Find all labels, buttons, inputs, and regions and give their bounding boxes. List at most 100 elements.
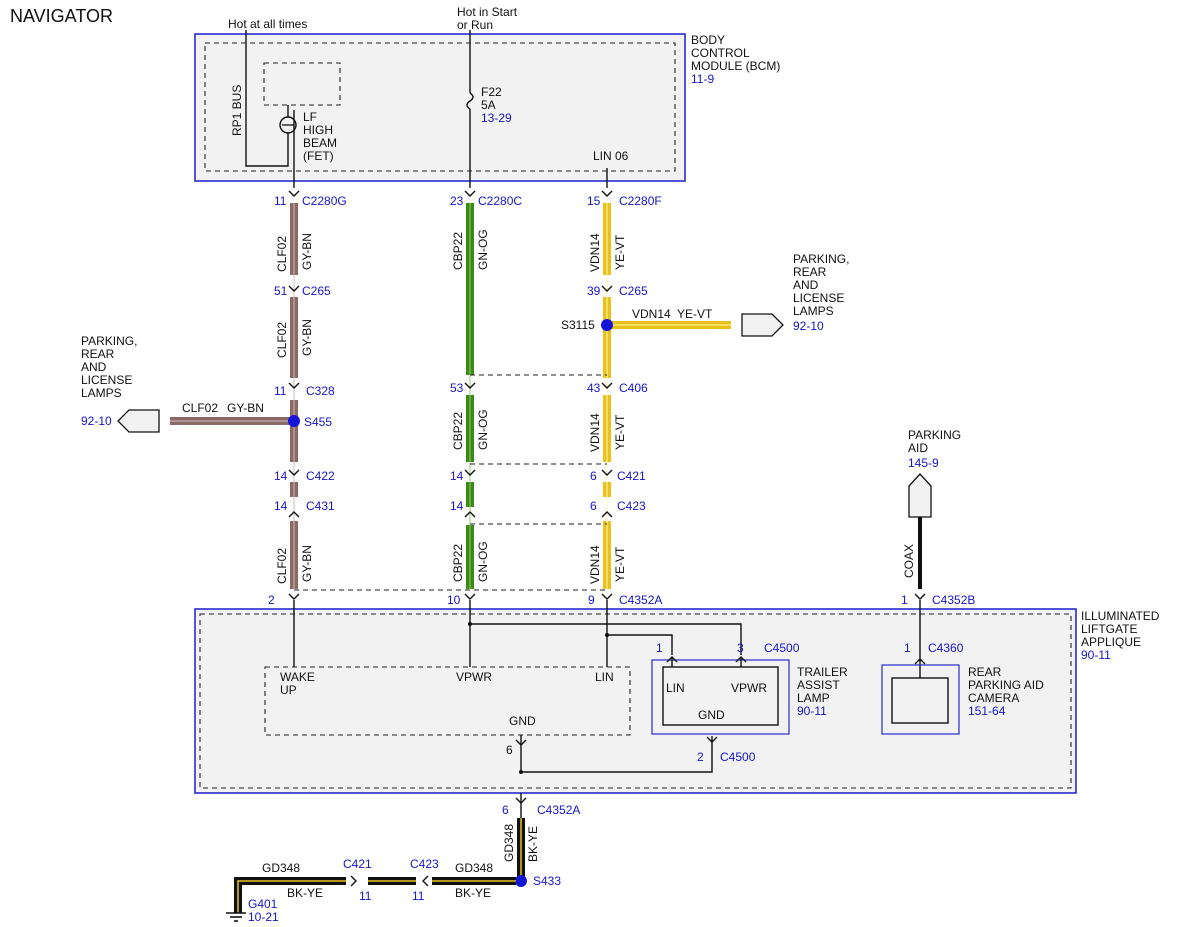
left-lamps-arrow[interactable]: [117, 409, 160, 433]
fet-label-3: BEAM: [303, 136, 337, 150]
camera-name-2: PARKING AID: [968, 678, 1044, 692]
c328-connector[interactable]: C328: [306, 384, 335, 398]
liftgate-name-2: LIFTGATE: [1081, 622, 1137, 636]
c421-connector[interactable]: C421: [617, 469, 646, 483]
ground-ref-link[interactable]: 10-21: [248, 910, 279, 924]
left-lamps-line-5: LAMPS: [81, 386, 122, 400]
c2280f-pin: 15: [587, 194, 601, 208]
camera-ref-link[interactable]: 151-64: [968, 704, 1006, 718]
wire-gn-og-3: GN-OG: [476, 541, 490, 582]
gnd-pin: 6: [506, 743, 513, 757]
fuse-ref-link[interactable]: 13-29: [481, 111, 512, 125]
wire-gy-bn-3: GY-BN: [300, 545, 314, 582]
wire-gn-og-2: GN-OG: [476, 409, 490, 450]
splice-s433[interactable]: [515, 875, 527, 887]
left-lamps-line-2: REAR: [81, 347, 115, 361]
parking-aid-ref-link[interactable]: 145-9: [908, 456, 939, 470]
liftgate-ref-link[interactable]: 90-11: [1081, 648, 1111, 662]
c4360-connector[interactable]: C4360: [928, 641, 964, 655]
c265-left-pin: 51: [274, 284, 288, 298]
c4352b-pin: 1: [901, 593, 908, 607]
liftgate-name-3: APPLIQUE: [1081, 635, 1141, 649]
c423-connector[interactable]: C423: [617, 499, 646, 513]
gn-og-wire-column: [466, 203, 474, 589]
wire-gd348-right: GD348: [455, 861, 493, 875]
trailer-name-2: ASSIST: [797, 678, 840, 692]
c423-bottom-connector[interactable]: C423: [410, 857, 439, 871]
c328-pin: 11: [274, 384, 287, 398]
c4352a-b-connector[interactable]: C4352A: [537, 803, 580, 817]
c4500-connector[interactable]: C4500: [764, 641, 800, 655]
c4360-pin: 1: [904, 641, 911, 655]
c4500-pin-3: 3: [737, 641, 744, 655]
splice-s3115-label: S3115: [561, 318, 595, 332]
rp1-bus-label: RP1 BUS: [230, 85, 244, 136]
wire-bk-ye-right: BK-YE: [455, 886, 491, 900]
wire-vdn14-2: VDN14: [588, 413, 602, 452]
wire-cbp22-1: CBP22: [451, 232, 465, 270]
c4352b-connector[interactable]: C4352B: [932, 593, 975, 607]
c2280f-connector[interactable]: C2280F: [619, 194, 662, 208]
c2280g-connector[interactable]: C2280G: [302, 194, 347, 208]
parking-aid-line-1: PARKING: [908, 428, 961, 442]
c2280c-pin: 23: [450, 194, 464, 208]
splice-s455[interactable]: [288, 415, 300, 427]
branch-wire-clf02: CLF02: [182, 401, 218, 415]
left-lamps-ref-link[interactable]: 92-10: [81, 414, 112, 428]
right-lamps-arrow[interactable]: [741, 313, 784, 337]
c4500-connector-b[interactable]: C4500: [720, 750, 756, 764]
bcm-name-3: MODULE (BCM): [691, 59, 780, 73]
left-lamps-line-4: LICENSE: [81, 373, 132, 387]
c265-left-connector[interactable]: C265: [302, 284, 331, 298]
liftgate-name-1: ILLUMINATED: [1081, 609, 1160, 623]
page-title: NAVIGATOR: [10, 6, 113, 26]
trailer-name-3: LAMP: [797, 691, 830, 705]
right-lamps-line-4: LICENSE: [793, 291, 844, 305]
right-lamps-ref-link[interactable]: 92-10: [793, 319, 824, 333]
c4352a-b-pin: 6: [502, 803, 509, 817]
branch-wire-ye-vt: YE-VT: [677, 307, 713, 321]
left-lamps-line-1: PARKING,: [81, 334, 137, 348]
c406-connector[interactable]: C406: [619, 381, 648, 395]
bcm-lin-label: LIN 06: [593, 149, 629, 163]
wire-gn-og-1: GN-OG: [476, 229, 490, 270]
trailer-ref-link[interactable]: 90-11: [797, 704, 827, 718]
c2280g-pin: 11: [274, 194, 287, 208]
wire-clf02-1: CLF02: [275, 236, 289, 272]
wire-ye-vt-1: YE-VT: [613, 234, 627, 270]
bcm-name-2: CONTROL: [691, 46, 750, 60]
c265-right-connector[interactable]: C265: [619, 284, 648, 298]
c4352a-connector[interactable]: C4352A: [619, 593, 662, 607]
rp1-bus-wire: [245, 30, 289, 167]
fuse-symbol: [466, 92, 474, 110]
bcm-inner-boundary: [204, 42, 676, 172]
c2280c-connector[interactable]: C2280C: [478, 194, 522, 208]
left-lamps-line-3: AND: [81, 360, 107, 374]
parking-aid-arrow[interactable]: [908, 473, 932, 518]
hot-in-start-label-2: or Run: [457, 18, 493, 32]
splice-s433-label: S433: [533, 874, 561, 888]
liftgate-inner-boundary: [199, 613, 1072, 789]
bcm-fet-block: [263, 62, 341, 106]
c423-right-pin: 6: [590, 499, 597, 513]
ground-name[interactable]: G401: [248, 897, 278, 911]
c431-connector[interactable]: C431: [306, 499, 335, 513]
bcm-ref-link[interactable]: 11-9: [691, 72, 714, 86]
c422-connector[interactable]: C422: [306, 469, 335, 483]
c421-bottom-connector[interactable]: C421: [343, 857, 372, 871]
fet-label-2: HIGH: [303, 123, 333, 137]
trailer-assist-lamp-box[interactable]: [651, 659, 790, 735]
fuse-rating: 5A: [481, 98, 496, 112]
bcm-module-box[interactable]: [194, 33, 686, 182]
ye-vt-wire-column: [603, 203, 611, 589]
c4500-pin-1: 1: [656, 641, 663, 655]
c4352a-pin-10: 10: [447, 593, 461, 607]
camera-box[interactable]: [881, 664, 960, 735]
trailer-gnd-label: GND: [698, 708, 725, 722]
splice-s3115[interactable]: [601, 319, 613, 331]
camera-name-1: REAR: [968, 665, 1002, 679]
c406-right-pin: 43: [587, 381, 601, 395]
c421-mid-pin: 14: [450, 469, 464, 483]
gy-bn-wire-column: [290, 203, 298, 589]
